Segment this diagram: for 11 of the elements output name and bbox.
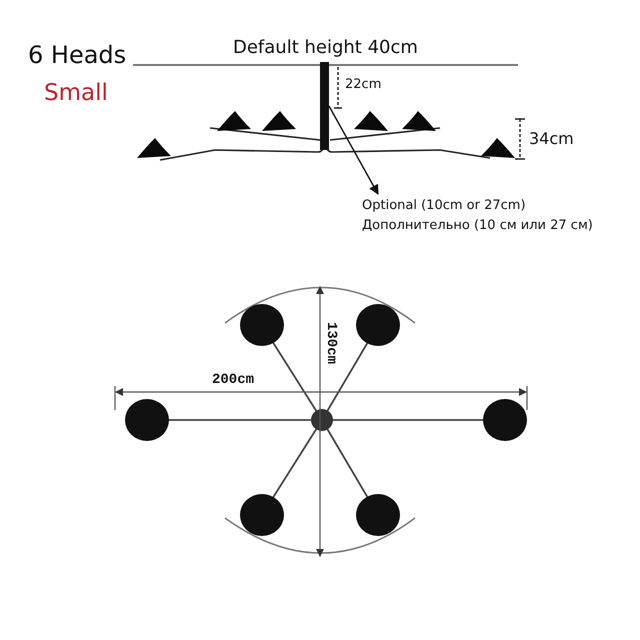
note-text: Optional (10cm or 27cm) (362, 197, 527, 215)
dimension-label: 130cm (322, 322, 339, 364)
ceiling-rod (320, 62, 329, 150)
note-text: Дополнительно (10 см или 27 см) (362, 217, 593, 235)
leader-line (328, 106, 379, 195)
dimension-label: 22cm (345, 78, 382, 93)
dimension-label: 200cm (212, 372, 254, 388)
dimension-label: 34cm (529, 130, 574, 148)
size-text: Small (44, 80, 108, 106)
title-text: 6 Heads (28, 42, 126, 70)
dimension-label: Default height 40cm (233, 38, 418, 59)
